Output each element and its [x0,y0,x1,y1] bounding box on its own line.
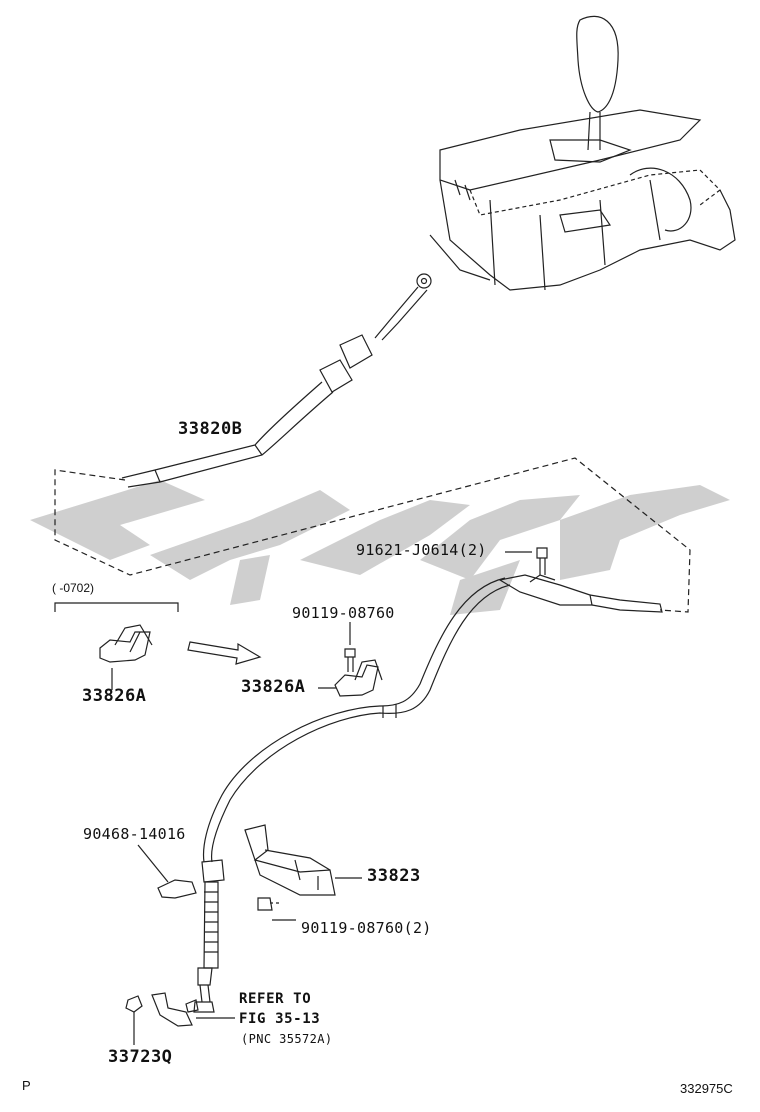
footer-figure-id: 332975C [680,1081,733,1096]
upper-shift-cable [121,273,432,488]
assembly-dashed-outline [54,457,691,613]
lever-end-drawing [498,547,663,613]
reference-line-3: (PNC 35572A) [241,1032,333,1046]
label-33723q: 33723Q [108,1047,173,1067]
arrow-right [187,641,262,665]
label-33826a-right: 33826A [241,677,306,697]
label-90468-14016: 90468-14016 [83,825,186,843]
label-90119-08760-2: 90119-08760(2) [301,919,432,937]
label-date-range: ( -0702) [52,581,95,595]
clip-right-drawing [318,622,383,697]
label-33820b: 33820B [178,419,243,439]
label-90119-08760: 90119-08760 [292,604,395,622]
nut-drawing [125,995,143,1045]
label-33826a-left: 33826A [82,686,147,706]
bracket-drawing [244,824,362,921]
footer-left-code: P [22,1078,31,1093]
lower-shift-cable [193,577,511,1013]
clamp-drawing [137,844,197,899]
reference-line-1: REFER TO [239,991,312,1007]
shift-lever-assembly [429,15,736,291]
date-range-bracket [54,602,179,612]
label-91621-j0614: 91621-J0614(2) [356,541,487,559]
cable-end-bracket-drawing [151,992,235,1027]
clip-left-drawing [99,624,153,690]
watermark-logo [30,480,730,615]
label-33823: 33823 [367,866,421,886]
reference-line-2: FIG 35-13 [239,1011,321,1027]
